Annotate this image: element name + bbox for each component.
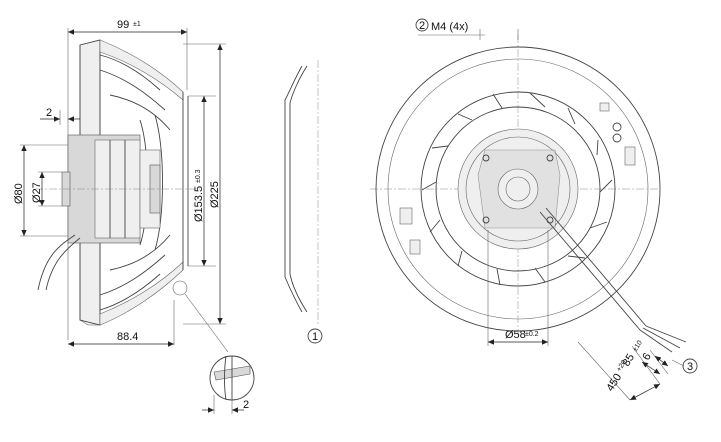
detail-view: 2 (202, 355, 255, 414)
dim-depth-88-4: 88.4 (117, 331, 138, 343)
dim-dia-225: Ø225 (209, 181, 221, 208)
inlet-ring-view: 1 (284, 60, 323, 344)
callout-3-label: 3 (687, 361, 693, 373)
callout-1-label: 1 (312, 331, 318, 343)
callout-2-circle (415, 18, 429, 32)
callout-3-circle (682, 358, 698, 374)
front-blades (421, 92, 613, 286)
ring-symbols (399, 102, 636, 255)
cable-front (539, 211, 641, 331)
dim-dia-153-5: Ø153.5 (193, 186, 205, 222)
dim-offset-2: 2 (46, 107, 52, 119)
cable-side (37, 234, 76, 291)
dim-width-99: 99 (117, 19, 129, 31)
outer-ring (375, 46, 661, 332)
side-view: 99 ±1 88.4 2 Ø80 Ø27 Ø153.5 ±0.3 Ø225 (13, 19, 229, 353)
thread-label: M4 (4x) (431, 21, 468, 33)
dim-strip-85-tol: ±10 (632, 339, 644, 353)
dim-width-99-tol: ±1 (133, 21, 141, 28)
detail-marker (172, 280, 188, 296)
detail-gap-2: 2 (243, 399, 249, 411)
callout-2-label: 2 (419, 20, 425, 32)
callout-1-circle (307, 328, 323, 344)
motor-center (497, 168, 539, 210)
mounting-holes (482, 154, 554, 224)
dim-dia-58: Ø58 (505, 329, 526, 341)
dim-dia-80: Ø80 (13, 183, 25, 204)
dim-dia-153-5-tol: ±0.3 (195, 169, 202, 183)
dim-dia-27: Ø27 (31, 182, 43, 203)
front-view: 2 M4 (4x) Ø58 ±0.2 450 +20 85 ±10 6 3 (370, 18, 698, 401)
dim-strip-85: 85 (620, 352, 637, 369)
dim-strip-6: 6 (640, 351, 653, 363)
dim-dia-58-tol: ±0.2 (525, 331, 539, 338)
